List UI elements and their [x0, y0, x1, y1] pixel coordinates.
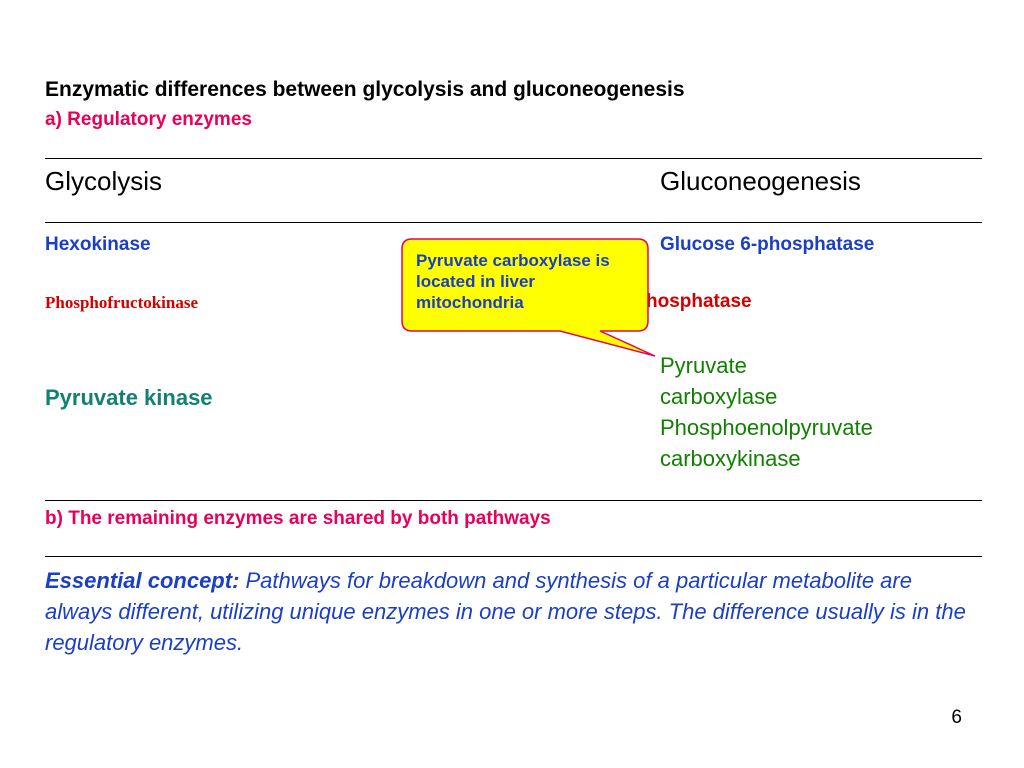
- glucose-6-phosphatase-label: Glucose 6-phosphatase: [660, 234, 875, 255]
- gluconeogenesis-pyruvate-enzymes: Pyruvate carboxylase Phosphoenolpyruvate…: [660, 350, 960, 474]
- pyruvate-carboxylase-line2: carboxylase: [660, 384, 778, 409]
- callout-text: Pyruvate carboxylase is located in liver…: [416, 251, 610, 312]
- fructose-bisphosphatase-label: hosphatase: [646, 291, 752, 312]
- divider-bottom: [45, 500, 982, 501]
- slide-title: Enzymatic differences between glycolysis…: [45, 78, 685, 101]
- essential-concept: Essential concept: Pathways for breakdow…: [45, 565, 975, 658]
- divider-header: [45, 222, 982, 223]
- pepck-line1: Phosphoenolpyruvate: [660, 415, 873, 440]
- glycolysis-header: Glycolysis: [45, 166, 163, 196]
- pyruvate-carboxylase-line1: Pyruvate: [660, 353, 747, 378]
- gluconeogenesis-header: Gluconeogenesis: [660, 166, 861, 196]
- slide-subtitle: a) Regulatory enzymes: [45, 109, 252, 130]
- divider-top: [45, 158, 982, 159]
- phosphofructokinase-label: Phosphofructokinase: [45, 293, 199, 312]
- hexokinase-label: Hexokinase: [45, 234, 151, 255]
- page-number: 6: [951, 707, 962, 728]
- essential-concept-text: Pathways for breakdown and synthesis of …: [45, 568, 966, 655]
- callout-shape: [401, 238, 656, 357]
- essential-concept-label: Essential concept:: [45, 568, 240, 593]
- section-b-text: b) The remaining enzymes are shared by b…: [45, 508, 551, 529]
- divider-concept: [45, 556, 982, 557]
- pyruvate-kinase-label: Pyruvate kinase: [45, 385, 213, 410]
- pepck-line2: carboxykinase: [660, 446, 801, 471]
